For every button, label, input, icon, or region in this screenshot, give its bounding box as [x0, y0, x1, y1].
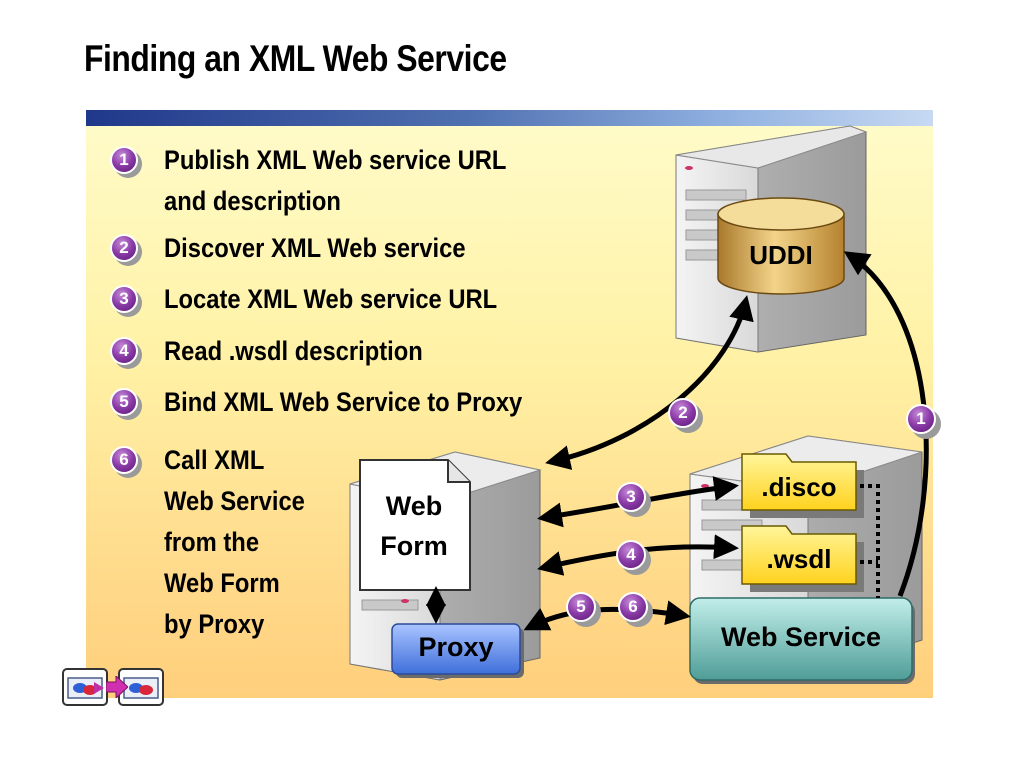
dotted-connector — [860, 484, 880, 598]
disco-folder-icon — [741, 453, 864, 518]
proxy-box — [391, 623, 524, 678]
step-2: 2 Discover XML Web service — [110, 233, 507, 269]
diagram-badge-1: 1 — [906, 404, 942, 440]
diagram-badge-3: 3 — [616, 482, 652, 518]
step-text: Call XML Web Service from the Web Form b… — [164, 445, 305, 639]
uddi-label: UDDI — [749, 240, 813, 270]
step-text: Read .wsdl description — [164, 336, 423, 366]
step-badge: 5 — [110, 388, 142, 420]
previous-slide-button[interactable] — [62, 668, 108, 706]
step-6: 6 Call XML Web Service from the Web Form… — [110, 445, 324, 645]
arrow-1 — [843, 251, 929, 597]
disco-label: .disco — [761, 472, 837, 502]
diagram-badge-2: 2 — [668, 398, 704, 434]
step-badge: 1 — [110, 146, 142, 178]
arrow-5-6 — [523, 600, 691, 631]
wsdl-label: .wsdl — [766, 544, 832, 574]
uddi-database-icon — [717, 197, 845, 295]
diagram-badge-5: 5 — [566, 592, 602, 628]
nav-arrow-icon — [106, 676, 128, 698]
next-slide-icon — [123, 677, 159, 699]
diagram-badge-6: 6 — [618, 592, 654, 628]
web-form-document-icon — [359, 459, 471, 591]
step-4: 4 Read .wsdl description — [110, 336, 458, 372]
step-text: Discover XML Web service — [164, 233, 466, 263]
step-badge: 4 — [110, 337, 142, 369]
step-3: 3 Locate XML Web service URL — [110, 284, 543, 320]
step-badge: 6 — [110, 446, 142, 478]
title-band — [86, 110, 933, 126]
web-service-box — [689, 597, 915, 684]
previous-slide-icon — [67, 677, 104, 699]
step-text: Bind XML Web Service to Proxy — [164, 387, 523, 417]
web-service-label: Web Service — [720, 622, 882, 652]
step-text: Locate XML Web service URL — [164, 284, 498, 314]
page-title: Finding an XML Web Service — [84, 38, 507, 79]
diagram-badge-4: 4 — [616, 540, 652, 576]
wsdl-folder-icon — [741, 525, 864, 592]
step-5: 5 Bind XML Web Service to Proxy — [110, 387, 571, 423]
step-badge: 2 — [110, 234, 142, 266]
proxy-label: Proxy — [418, 632, 494, 662]
step-badge: 3 — [110, 285, 142, 317]
